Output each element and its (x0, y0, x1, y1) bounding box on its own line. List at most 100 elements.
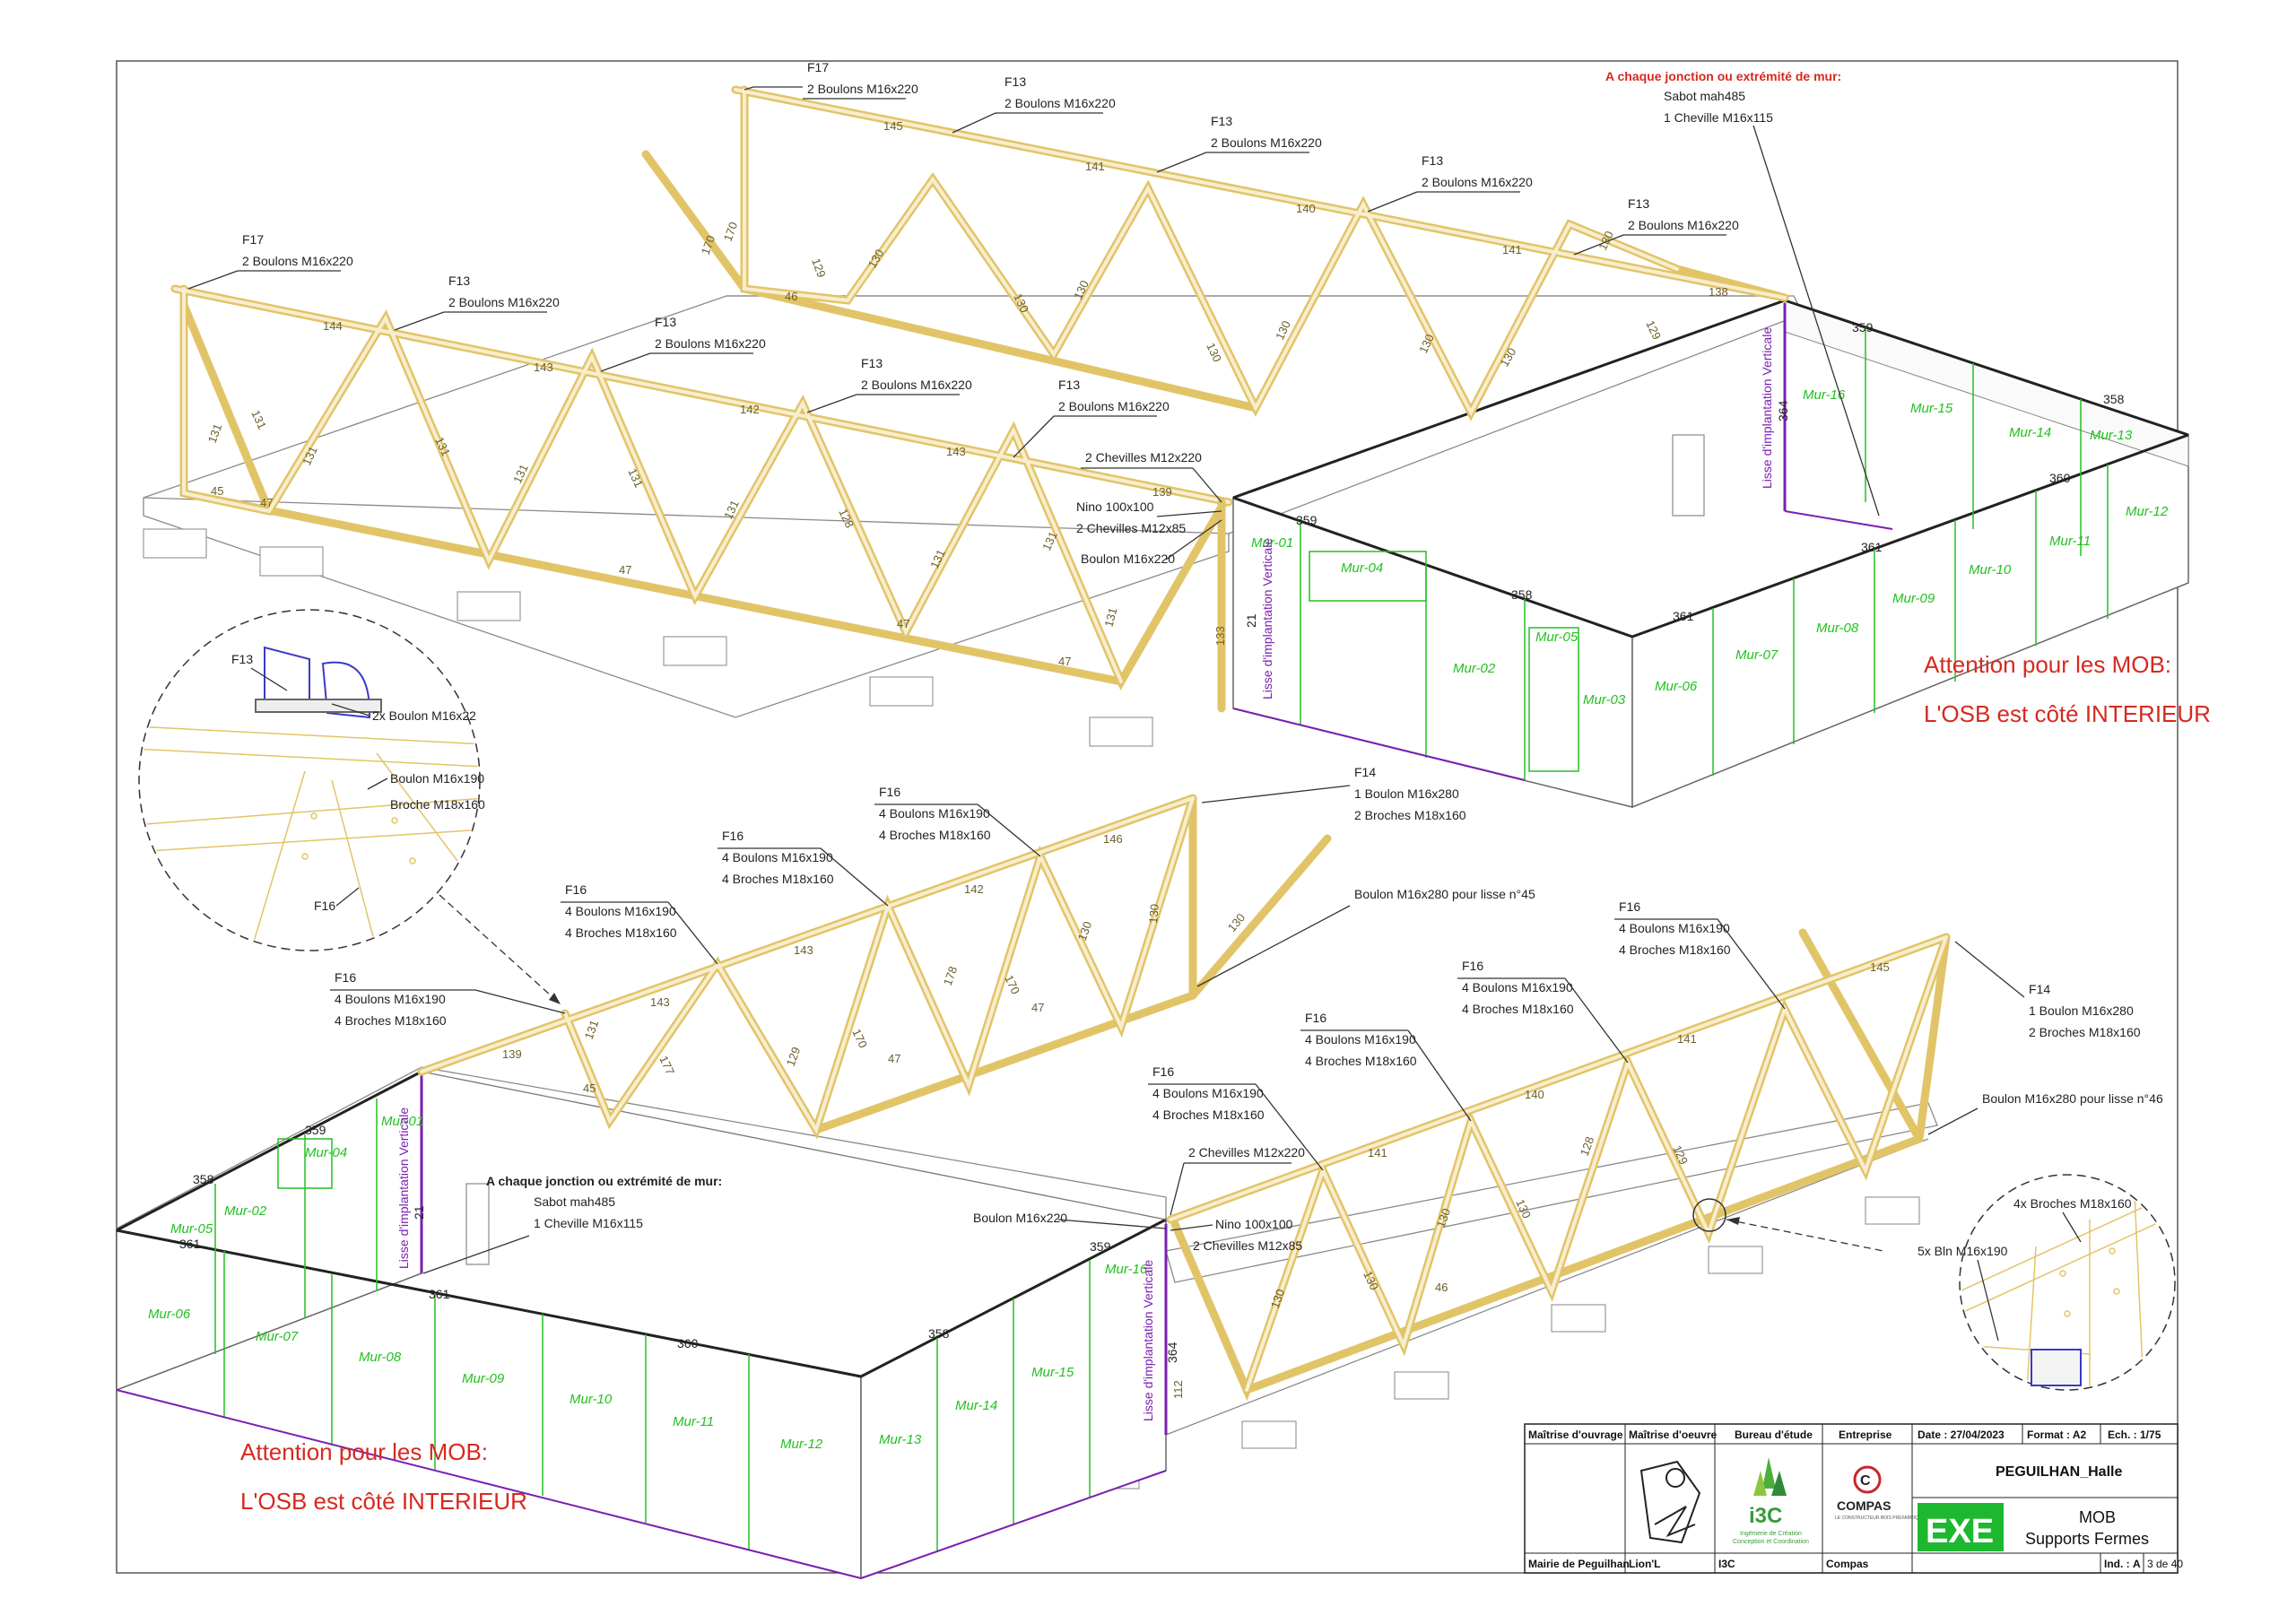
label-E9: Nino 100x100 2 Chevilles M12x85 (1170, 1217, 1302, 1253)
web-dimension: 130 (1268, 1288, 1288, 1311)
svg-text:4 Broches M18x160: 4 Broches M18x160 (1462, 1002, 1574, 1016)
label-A1: F17 2 Boulons M16x220 (744, 60, 918, 100)
svg-text:2 Boulons M16x220: 2 Boulons M16x220 (242, 254, 353, 268)
upper-annotations: F17 2 Boulons M16x220 F13 2 Boulons M16x… (187, 60, 1880, 699)
chord-dimension: 141 (1677, 1032, 1697, 1046)
svg-text:F17: F17 (242, 232, 264, 247)
wall-label: Mur-05 (1535, 630, 1578, 645)
chord-dimension: 142 (740, 403, 760, 416)
svg-text:1 Boulon M16x280: 1 Boulon M16x280 (2029, 1003, 2134, 1018)
chord-dimension: 143 (534, 360, 553, 374)
svg-text:Sabot mah485: Sabot mah485 (1664, 89, 1745, 103)
svg-text:Boulon M16x280 pour lisse n°46: Boulon M16x280 pour lisse n°46 (1982, 1091, 2163, 1106)
tb-date: Date : 27/04/2023 (1918, 1429, 2005, 1441)
detail1-boulon: Boulon M16x190 (390, 771, 484, 786)
wall-dimension: 360 (677, 1336, 699, 1350)
detail2-bolts: 5x Bln M16x190 (1918, 1244, 2008, 1258)
lisse-label: Lisse d'implantation Verticale (1760, 327, 1774, 489)
lower-front-truss (1166, 928, 1951, 1402)
tb-footer-bet: I3C (1718, 1558, 1735, 1570)
svg-text:4 Boulons M16x190: 4 Boulons M16x190 (1462, 980, 1573, 994)
svg-text:F17: F17 (807, 60, 829, 74)
tb-header-entreprise: Entreprise (1839, 1429, 1892, 1441)
svg-text:F14: F14 (1354, 765, 1376, 779)
svg-text:F13: F13 (655, 315, 676, 329)
svg-text:A chaque jonction ou extrémité: A chaque jonction ou extrémité de mur: (1605, 69, 1841, 83)
svg-text:F13: F13 (1628, 196, 1649, 211)
label-TR: A chaque jonction ou extrémité de mur: S… (1605, 69, 1880, 517)
svg-text:Sabot mah485: Sabot mah485 (534, 1194, 615, 1209)
wall-label: Mur-15 (1031, 1365, 1074, 1380)
wall-label: Mur-05 (170, 1221, 213, 1237)
label-E8: Boulon M16x220 (973, 1211, 1167, 1229)
svg-text:2 Boulons M16x220: 2 Boulons M16x220 (655, 336, 766, 351)
chord-dimension: 139 (1152, 485, 1172, 499)
wall-label: Mur-08 (1816, 621, 1859, 636)
svg-text:C: C (1860, 1473, 1871, 1489)
tb-phase: EXE (1926, 1513, 1994, 1550)
svg-text:2 Boulons M16x220: 2 Boulons M16x220 (1628, 218, 1739, 232)
svg-text:F13: F13 (1004, 74, 1026, 89)
chord-dimension: 146 (1103, 832, 1123, 846)
svg-text:2 Broches M18x160: 2 Broches M18x160 (1354, 808, 1466, 822)
svg-text:4 Broches M18x160: 4 Broches M18x160 (335, 1013, 447, 1028)
upper-wall-labels: Mur-01 Mur-04 Mur-02 Mur-05 Mur-03 Mur-0… (1251, 320, 2169, 708)
tb-indice-label: Ind. : (2104, 1558, 2130, 1570)
bottom-dimension: 47 (619, 563, 631, 577)
web-dimension: 128 (1578, 1135, 1597, 1159)
label-B4: F13 2 Boulons M16x220 (806, 356, 972, 413)
lisse-dimension: 364 (1165, 1342, 1179, 1363)
web-dimension: 131 (248, 408, 269, 431)
moe-logo (1639, 1460, 1701, 1544)
tb-header-moa: Maîtrise d'ouvrage (1528, 1429, 1623, 1441)
label-A4: F13 2 Boulons M16x220 (1367, 153, 1533, 213)
label-D2: F16 4 Boulons M16x190 4 Broches M18x160 (561, 882, 718, 965)
upper-warning: Attention pour les MOB: L'OSB est côté I… (1924, 651, 2211, 727)
svg-text:4 Boulons M16x190: 4 Boulons M16x190 (335, 992, 446, 1006)
web-dimension: 170 (849, 1027, 870, 1050)
wall-label: Mur-15 (1910, 401, 1953, 416)
tb-footer-entreprise: Compas (1826, 1558, 1869, 1570)
wall-label: Mur-01 (381, 1114, 423, 1129)
wall-label: Mur-14 (2009, 425, 2051, 440)
tb-header-bet: Bureau d'étude (1735, 1429, 1813, 1441)
tb-project: PEGUILHAN_Halle (1996, 1464, 2122, 1480)
compas-logo-text: COMPAS (1837, 1498, 1891, 1513)
lisse-dimension: 21 (1244, 613, 1258, 628)
svg-text:2 Boulons M16x220: 2 Boulons M16x220 (1422, 175, 1533, 189)
label-C1: 2 Chevilles M12x220 (1081, 450, 1222, 503)
label-B3: F13 2 Boulons M16x220 (600, 315, 766, 372)
chord-dimension: 142 (964, 882, 984, 896)
lisse-dimension: 21 (412, 1205, 426, 1220)
lower-chord-dimensions: 139 143 143 142 146 141 140 141 145 (502, 832, 1890, 1159)
wall-dimension: 358 (928, 1326, 950, 1341)
svg-text:F16: F16 (335, 970, 356, 985)
chord-dimension: 145 (1870, 960, 1890, 974)
svg-text:4 Boulons M16x190: 4 Boulons M16x190 (1305, 1032, 1416, 1046)
wall-dimension: 358 (2103, 392, 2125, 406)
i3c-logo: i3C Ingénierie de Création Conception et… (1733, 1457, 1809, 1545)
wall-dimension: 359 (1090, 1239, 1111, 1254)
svg-text:F13: F13 (448, 274, 470, 288)
web-dimension: 130 (1146, 903, 1161, 924)
svg-text:4 Boulons M16x190: 4 Boulons M16x190 (1619, 921, 1730, 935)
sheet-border (116, 60, 2179, 1574)
svg-text:F14: F14 (2029, 982, 2050, 996)
bottom-dimension: 45 (583, 1081, 596, 1095)
tb-header-moe: Maîtrise d'oeuvre (1629, 1429, 1718, 1441)
wall-label: Mur-06 (1655, 679, 1698, 694)
bottom-dimension: 47 (897, 617, 909, 630)
chord-dimension: 140 (1525, 1088, 1544, 1101)
bottom-dimension: 47 (1058, 655, 1071, 668)
bottom-dimension: 47 (260, 496, 273, 509)
svg-text:F16: F16 (1152, 1064, 1174, 1079)
lower-annotations: F16 4 Boulons M16x190 4 Broches M18x160 … (330, 765, 2163, 1421)
svg-text:2 Boulons M16x220: 2 Boulons M16x220 (1211, 135, 1322, 150)
svg-text:F13: F13 (1422, 153, 1443, 168)
bottom-dimension: 45 (211, 484, 223, 498)
svg-text:F16: F16 (879, 785, 900, 799)
svg-text:2 Chevilles M12x220: 2 Chevilles M12x220 (1188, 1145, 1305, 1159)
wall-label: Mur-10 (1969, 562, 2012, 578)
detail-circle-1: F13 2x Boulon M16x22 Boulon M16x190 Broc… (138, 609, 561, 1005)
label-E7: 2 Chevilles M12x220 (1170, 1145, 1305, 1216)
